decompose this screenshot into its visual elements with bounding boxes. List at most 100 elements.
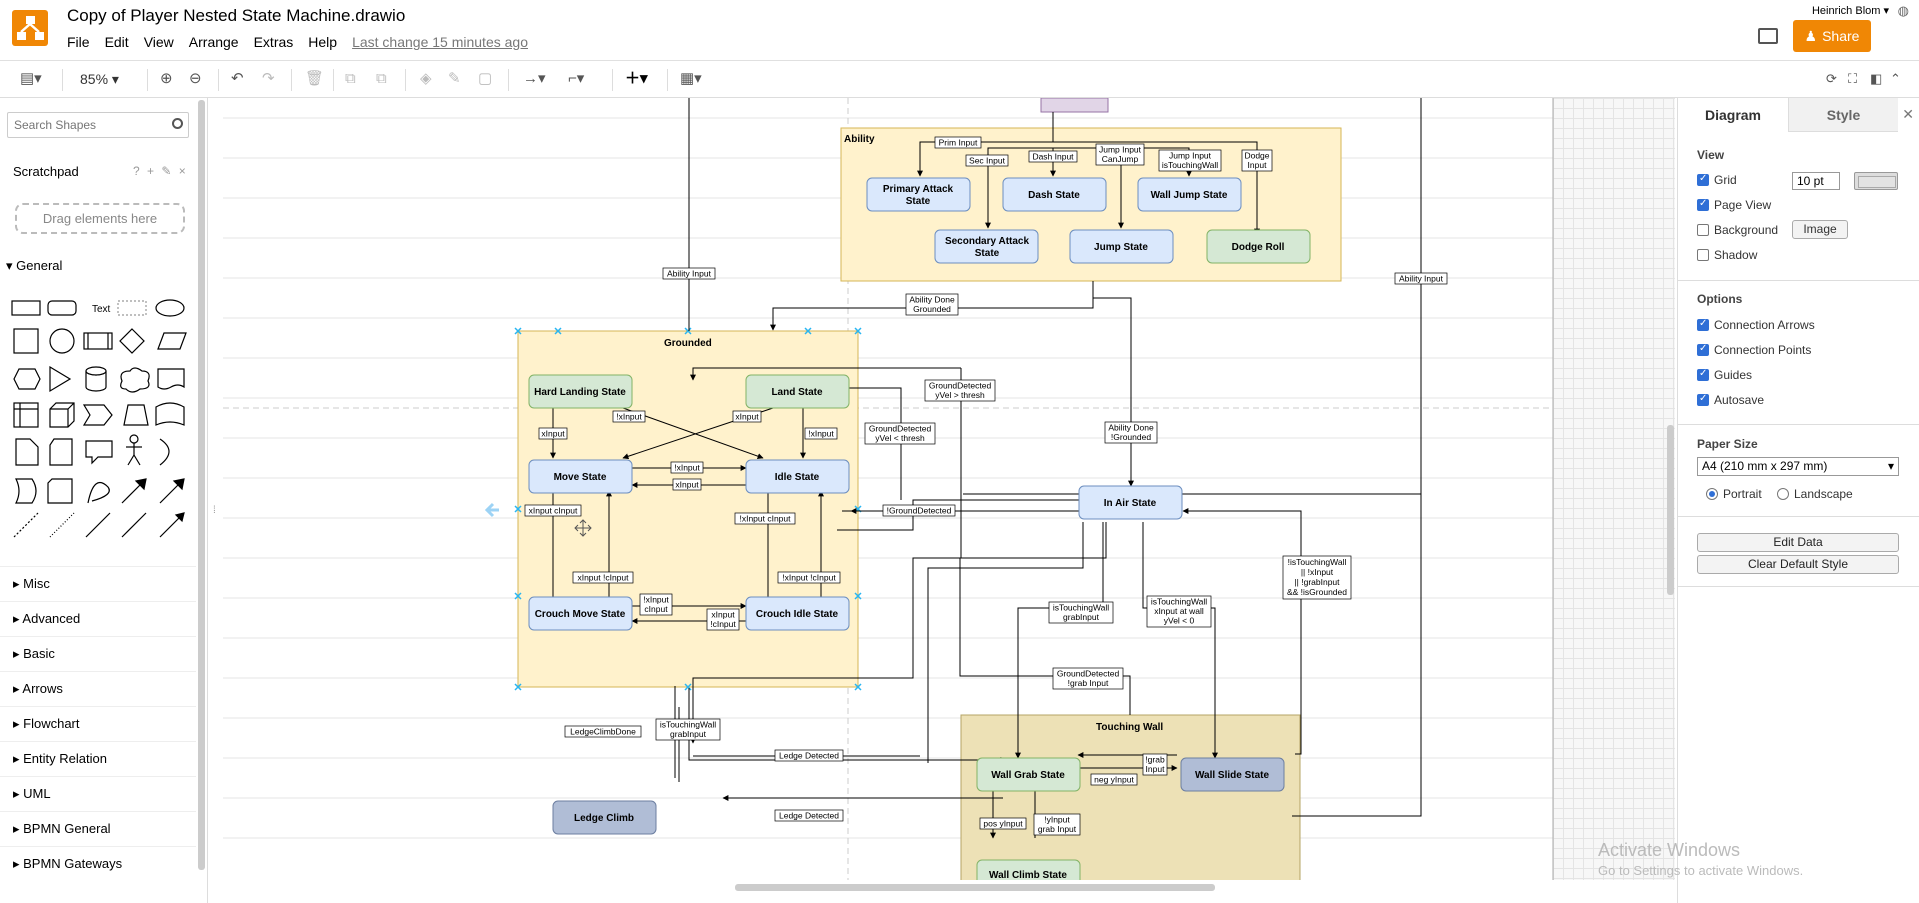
state-hard-landing[interactable]: Hard Landing State: [528, 374, 633, 409]
scratchpad-tools[interactable]: ? + ✎ ×: [133, 164, 188, 178]
palette-arrows[interactable]: ▸ Arrows: [0, 671, 196, 705]
label-ledge-climb-done[interactable]: LedgeClimbDone: [564, 725, 642, 738]
label-ability-input-left[interactable]: Ability Input: [662, 267, 716, 280]
label-not-xinput-move-idle[interactable]: !xInput: [670, 461, 704, 474]
state-wall-slide[interactable]: Wall Slide State: [1180, 757, 1285, 792]
palette-basic[interactable]: ▸ Basic: [0, 636, 196, 670]
shadow-checkbox-box[interactable]: [1697, 249, 1709, 261]
general-shapes-grid[interactable]: Text: [10, 293, 190, 553]
state-dodge-roll[interactable]: Dodge Roll: [1206, 229, 1311, 264]
label-xinput-idle-move[interactable]: xInput: [672, 478, 702, 491]
palette-advanced[interactable]: ▸ Advanced: [0, 601, 196, 635]
scratchpad-title[interactable]: Scratchpad: [13, 164, 79, 179]
tab-diagram[interactable]: Diagram: [1678, 98, 1788, 132]
label-xinput-cinput[interactable]: xInput cInput: [524, 504, 582, 517]
diagram-canvas[interactable]: Ability Grounded Touching Wall: [223, 98, 1675, 880]
collapse-expand-icon[interactable]: ⟳: [1826, 71, 1837, 86]
label-not-xinput-cinput[interactable]: !xInput cInput: [734, 512, 796, 525]
state-move[interactable]: Move State: [528, 459, 633, 494]
top-state-partial[interactable]: [1040, 98, 1109, 113]
label-pos-yinput[interactable]: pos yInput: [979, 817, 1027, 830]
paper-size-select[interactable]: A4 (210 mm x 297 mm)▾: [1697, 457, 1899, 476]
state-land[interactable]: Land State: [745, 374, 850, 409]
comments-icon[interactable]: [1758, 28, 1778, 44]
grid-checkbox-box[interactable]: [1697, 173, 1709, 186]
palette-misc[interactable]: ▸ Misc: [0, 566, 196, 600]
label-ability-input-right[interactable]: Ability Input: [1394, 272, 1448, 285]
menu-view[interactable]: View: [143, 34, 174, 50]
menu-help[interactable]: Help: [308, 34, 338, 50]
palette-general[interactable]: ▾ General: [6, 258, 63, 273]
label-not-xinput-not-cinput[interactable]: !xInput !cInput: [777, 571, 841, 584]
state-crouch-idle[interactable]: Crouch Idle State: [745, 596, 850, 631]
palette-uml[interactable]: ▸ UML: [0, 776, 196, 810]
waypoints-icon[interactable]: ⌐▾: [568, 70, 585, 87]
label-prim-input[interactable]: Prim Input: [934, 136, 982, 149]
grid-color-picker[interactable]: [1854, 172, 1898, 190]
state-wall-jump[interactable]: Wall Jump State: [1137, 177, 1242, 212]
scratchpad-drop-zone[interactable]: Drag elements here: [15, 203, 185, 234]
label-xinput-not-cinput-2[interactable]: xInput!cInput: [706, 608, 740, 631]
redo-icon[interactable]: ↷: [262, 70, 275, 87]
shadow-checkbox[interactable]: Shadow: [1697, 248, 1757, 262]
globe-icon[interactable]: ◍: [1897, 3, 1909, 18]
canvas-horizontal-scrollbar[interactable]: [735, 884, 1215, 891]
to-front-icon[interactable]: ⧉: [345, 70, 356, 87]
label-ability-done-not-grounded[interactable]: Ability Done!Grounded: [1104, 421, 1158, 444]
label-not-xinput-land[interactable]: !xInput: [804, 427, 838, 440]
search-shapes-input[interactable]: [7, 112, 189, 138]
sidebar-splitter[interactable]: ⁞: [213, 505, 216, 516]
state-secondary-attack[interactable]: Secondary Attack State: [934, 229, 1039, 264]
format-toggle-icon[interactable]: ◧: [1870, 71, 1883, 86]
guides-checkbox-box[interactable]: [1697, 368, 1709, 381]
diagram[interactable]: Ability Grounded Touching Wall: [223, 98, 1675, 880]
document-title[interactable]: Copy of Player Nested State Machine.draw…: [67, 6, 406, 25]
label-ledge-detected-1[interactable]: Ledge Detected: [774, 749, 844, 762]
background-checkbox[interactable]: Background: [1697, 223, 1778, 237]
label-not-ground-detected[interactable]: !GroundDetected: [882, 504, 956, 517]
menu-edit[interactable]: Edit: [104, 34, 129, 50]
user-name[interactable]: Heinrich Blom ▾: [1811, 5, 1889, 17]
label-sec-input[interactable]: Sec Input: [965, 154, 1009, 167]
page-view-checkbox[interactable]: Page View: [1697, 198, 1771, 212]
menu-file[interactable]: File: [67, 34, 90, 50]
grid-size-input[interactable]: 10 pt: [1792, 172, 1840, 190]
label-xinput-not-cinput[interactable]: xInput !cInput: [572, 571, 634, 584]
state-jump[interactable]: Jump State: [1069, 229, 1174, 264]
label-not-grab-input[interactable]: !grabInput: [1142, 753, 1168, 776]
touching-wall-container[interactable]: [960, 714, 1301, 880]
label-xinput-hardlanding[interactable]: xInput: [538, 427, 568, 440]
share-button[interactable]: ♟ Share: [1793, 20, 1871, 52]
background-checkbox-box[interactable]: [1697, 224, 1709, 236]
state-dash[interactable]: Dash State: [1002, 177, 1107, 212]
label-neg-yinput[interactable]: neg yInput: [1090, 773, 1138, 786]
to-back-icon[interactable]: ⧉: [376, 70, 387, 87]
collapse-icon[interactable]: ⌃: [1890, 71, 1901, 86]
search-icon[interactable]: [172, 118, 183, 129]
guides-checkbox[interactable]: Guides: [1697, 368, 1752, 382]
selection-handles[interactable]: [514, 327, 862, 691]
palette-entity-relation[interactable]: ▸ Entity Relation: [0, 741, 196, 775]
menu-arrange[interactable]: Arrange: [188, 34, 239, 50]
label-ledge-detected-2[interactable]: Ledge Detected: [774, 809, 844, 822]
close-icon[interactable]: ✕: [1902, 106, 1914, 122]
connection-arrows-checkbox-box[interactable]: [1697, 318, 1709, 331]
zoom-select[interactable]: 85% ▾: [80, 71, 119, 87]
label-xinput-land[interactable]: xInput: [732, 410, 762, 423]
connection-points-checkbox-box[interactable]: [1697, 343, 1709, 356]
sidebar-scrollbar[interactable]: [198, 100, 205, 870]
undo-icon[interactable]: ↶: [231, 70, 244, 87]
grid-checkbox[interactable]: Grid: [1697, 173, 1737, 187]
page-view-checkbox-box[interactable]: [1697, 198, 1709, 211]
label-not-touching-wall[interactable]: !isTouchingWall|| !xInput|| !grabInput&&…: [1282, 555, 1352, 600]
palette-bpmn-gateways[interactable]: ▸ BPMN Gateways: [0, 846, 196, 880]
menu-extras[interactable]: Extras: [253, 34, 294, 50]
state-crouch-move[interactable]: Crouch Move State: [528, 596, 633, 631]
